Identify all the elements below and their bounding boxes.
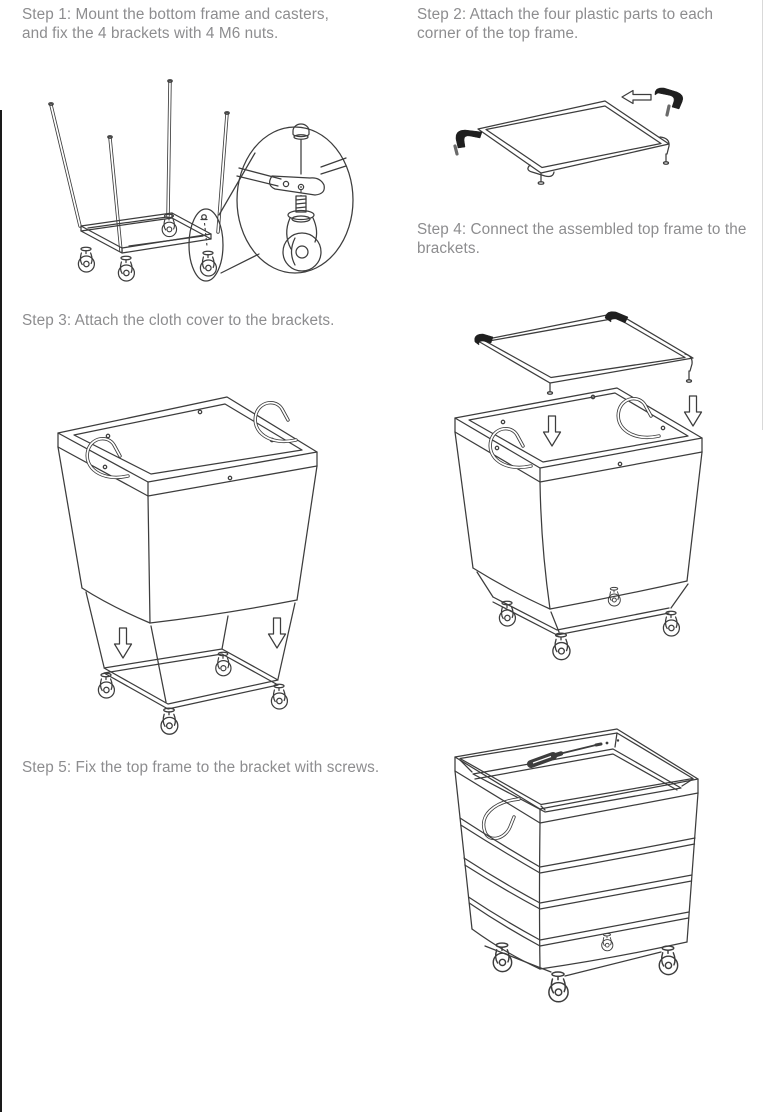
step-5-drawing [454,728,699,1003]
down-arrow-icon [113,627,133,659]
top-frame-onto-cart-illustration [454,296,768,688]
top-frame [477,100,670,185]
step-4-line-1: Step 4: Connect the assembled top frame … [417,221,747,238]
bracket-rods [48,79,230,253]
step-4-drawing [454,311,703,661]
cover-handle-icon [488,397,661,469]
caster-icons [492,933,679,1003]
down-arrow-icon [267,617,287,649]
down-arrow-icon [683,395,703,427]
cloth-cover [454,387,703,610]
screw-icon [616,739,620,742]
step-5-line-1: Step 5: Fix the top frame to the bracket… [22,759,380,776]
plastic-corner-part-icon [474,333,494,346]
step-2-line-2: corner of the top frame. [417,25,579,42]
step-1-line-1: Step 1: Mount the bottom frame and caste… [22,6,329,23]
step-2-text: Step 2: Attach the four plastic parts to… [417,5,767,43]
plastic-corner-part-icon [453,129,483,156]
step-5-text: Step 5: Fix the top frame to the bracket… [22,758,462,777]
nut-detail-view [236,123,347,272]
assembled-top-frame [474,311,694,395]
step-4-line-2: brackets. [417,240,480,257]
step-4-text: Step 4: Connect the assembled top frame … [417,220,767,258]
step-3-line-1: Step 3: Attach the cloth cover to the br… [22,312,335,329]
bottom-frame [85,591,296,710]
screwdriver-icon [527,739,620,768]
down-arrow-icon [542,415,562,447]
bottom-frame [80,212,212,254]
top-frame-plastic-corners-illustration [445,78,765,206]
cover-handle-icon [481,797,521,841]
step-2-drawing [453,87,684,185]
step-3-text: Step 3: Attach the cloth cover to the br… [22,311,442,330]
step-3-drawing [57,396,318,735]
plastic-corner-part-icon [654,87,684,117]
caster-icons [77,213,218,282]
cloth-cover-banded [454,756,699,970]
plastic-corner-part-icon [604,311,629,324]
cover-handle-icon [85,401,298,479]
step-1-line-2: and fix the 4 brackets with 4 M6 nuts. [22,25,279,42]
page-edge-line-left [0,110,2,1112]
finished-cart-screwdriver-illustration [454,722,768,1042]
left-arrow-icon [621,89,652,105]
step-2-line-1: Step 2: Attach the four plastic parts to… [417,6,714,23]
step-1-text: Step 1: Mount the bottom frame and caste… [22,5,422,43]
page-edge-line-right [762,0,763,430]
bottom-frame-casters-nut-detail-illustration [25,68,360,308]
cloth-cover [57,396,318,624]
screw-icon [605,741,609,745]
step-1-drawing [48,79,354,282]
cloth-cover-onto-brackets-illustration [50,390,370,742]
